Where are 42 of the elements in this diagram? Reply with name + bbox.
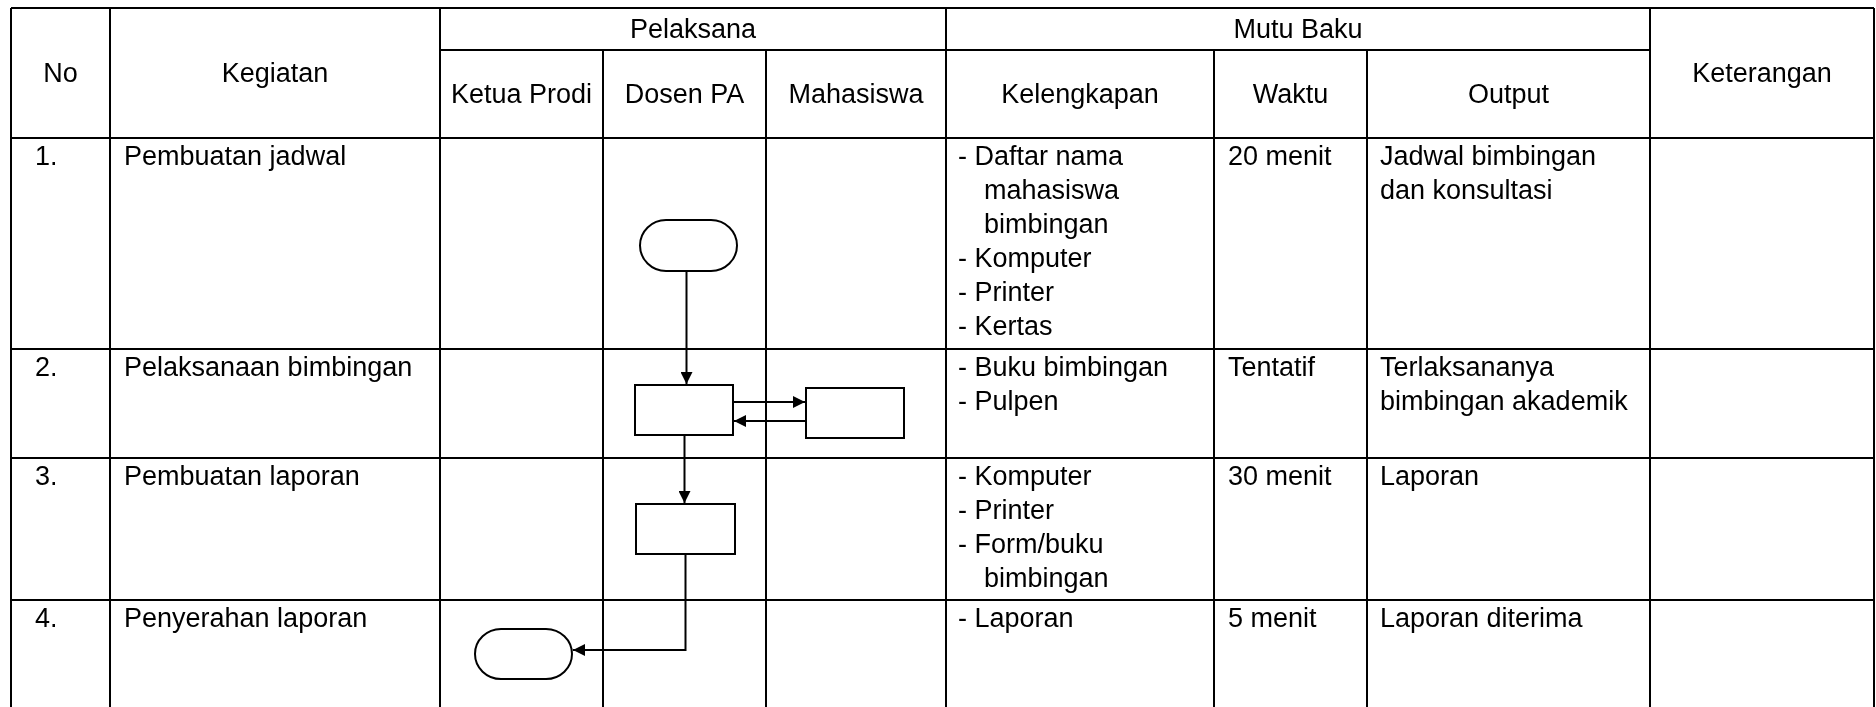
duration-text: 20 menit: [1228, 140, 1333, 173]
list-item: - Komputer: [958, 460, 1093, 493]
column-header: Dosen PA: [624, 78, 745, 111]
column-header: Keterangan: [1692, 57, 1832, 90]
arrow: [680, 271, 693, 385]
arrow: [678, 435, 691, 504]
list-item: - Daftar nama mahasiswa bimbingan: [958, 140, 1125, 241]
duration-text: 30 menit: [1228, 460, 1333, 493]
arrow: [572, 554, 687, 656]
output-text: Laporan diterima: [1380, 602, 1584, 635]
column-header: Waktu: [1252, 78, 1329, 111]
column-header: Ketua Prodi: [450, 78, 593, 111]
duration-text: Tentatif: [1228, 351, 1317, 384]
list-item: - Pulpen: [958, 385, 1060, 418]
column-header: Pelaksana: [629, 13, 757, 46]
row-number: 1.: [35, 140, 59, 173]
column-header: Kelengkapan: [1001, 78, 1159, 111]
row-number: 2.: [35, 351, 59, 384]
duration-text: 5 menit: [1228, 602, 1318, 635]
output-text: Terlaksananya bimbingan akademik: [1380, 351, 1629, 418]
column-header: No: [43, 57, 78, 90]
list-item: - Printer: [958, 494, 1056, 527]
column-header: Output: [1467, 78, 1550, 111]
output-text: Jadwal bimbingan dan konsultasi: [1380, 140, 1598, 207]
arrow: [733, 415, 806, 427]
list-item: - Printer: [958, 276, 1056, 309]
list-item: - Kertas: [958, 310, 1054, 343]
arrow: [733, 396, 806, 408]
list-item: - Buku bimbingan: [958, 351, 1170, 384]
column-header: Mutu Baku: [1233, 13, 1363, 46]
row-number: 3.: [35, 460, 59, 493]
column-header: Mahasiswa: [788, 78, 924, 111]
activity-text: Pelaksanaan bimbingan: [124, 351, 414, 384]
activity-text: Pembuatan laporan: [124, 460, 361, 493]
output-text: Laporan: [1380, 460, 1481, 493]
activity-text: Penyerahan laporan: [124, 602, 369, 635]
list-item: - Laporan: [958, 602, 1075, 635]
row-number: 4.: [35, 602, 59, 635]
list-item: - Komputer: [958, 242, 1093, 275]
list-item: - Form/buku bimbingan: [958, 528, 1110, 595]
column-header: Kegiatan: [221, 57, 329, 90]
activity-text: Pembuatan jadwal: [124, 140, 348, 173]
